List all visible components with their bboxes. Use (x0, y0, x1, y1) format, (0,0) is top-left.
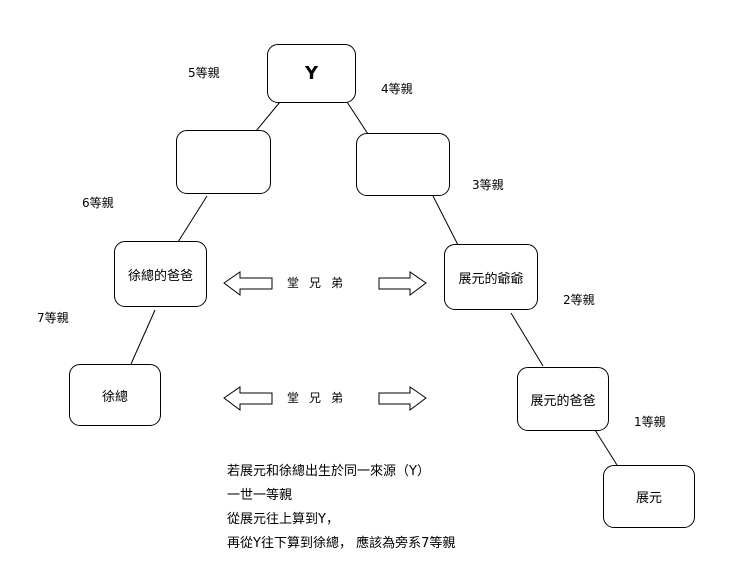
connector-y-right (346, 101, 369, 135)
note-line-1: 若展元和徐總出生於同一來源（Y） (227, 464, 430, 479)
relation-label-upper: 堂兄弟 (287, 276, 354, 290)
degree-label-5: 5等親 (188, 66, 220, 80)
connector-grandfather-father (510, 312, 544, 367)
node-xu-father: 徐總的爸爸 (114, 241, 207, 307)
node-left-gen1 (176, 130, 271, 194)
connector-xufather-xu (130, 309, 156, 365)
degree-label-3: 3等親 (472, 178, 504, 192)
note-line-2: 一世一等親 (227, 488, 293, 503)
left-arrow-lower (223, 386, 273, 411)
node-y: Y (267, 44, 356, 103)
connector-father-zhan (594, 429, 618, 466)
degree-label-6: 6等親 (82, 196, 114, 210)
left-arrow-upper (223, 271, 273, 296)
right-arrow-lower (378, 386, 427, 411)
explanation-note: 若展元和徐總出生於同一來源（Y） 一世一等親 從展元往上算到Y， 再從Y往下算到… (227, 460, 455, 556)
connector-y-left (255, 101, 281, 132)
connector-right-grandfather (432, 195, 459, 246)
node-zhan-father: 展元的爸爸 (517, 367, 609, 431)
node-xu: 徐總 (69, 364, 161, 426)
relation-label-lower: 堂兄弟 (287, 391, 354, 405)
connector-left-xufather (177, 195, 208, 243)
node-zhan-grandfather: 展元的爺爺 (444, 244, 538, 310)
note-line-4: 再從Y往下算到徐總， 應該為旁系7等親 (227, 536, 456, 551)
degree-label-7: 7等親 (37, 311, 69, 325)
node-right-gen1 (356, 133, 450, 196)
right-arrow-upper (378, 271, 427, 296)
node-zhan: 展元 (603, 465, 695, 528)
degree-label-4: 4等親 (381, 82, 413, 96)
degree-label-2: 2等親 (563, 293, 595, 307)
note-line-3: 從展元往上算到Y， (227, 512, 339, 527)
degree-label-1: 1等親 (634, 415, 666, 429)
